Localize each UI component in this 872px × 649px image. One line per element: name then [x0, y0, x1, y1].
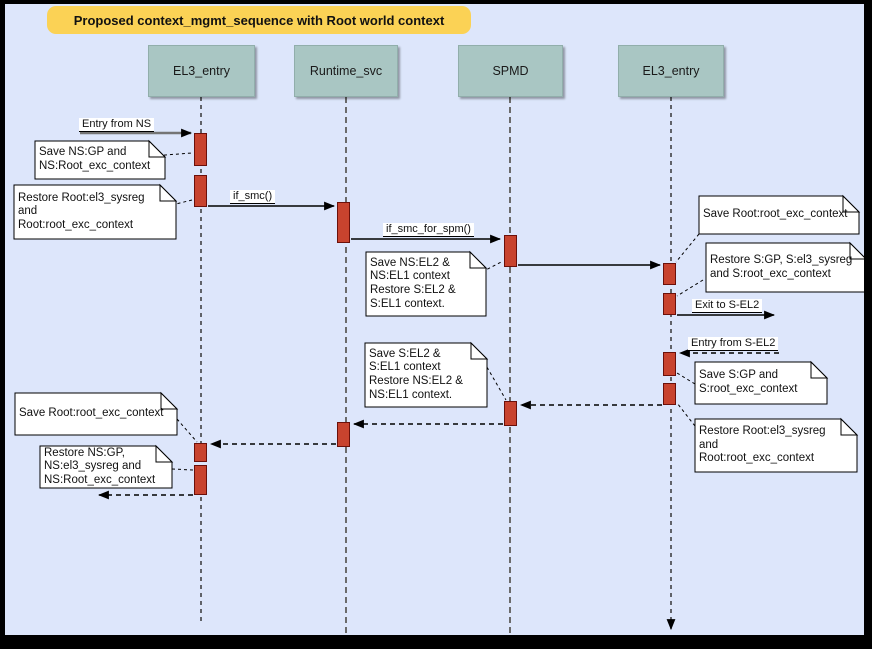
activation-bar[interactable] — [194, 133, 207, 166]
note-save-ns-gp-shape — [34, 140, 166, 180]
note-line: NS:Root_exc_context — [39, 160, 151, 172]
note-line: and — [699, 438, 719, 451]
activation-bar[interactable] — [663, 383, 676, 405]
message-label-exit-to-s-el2: Exit to S-EL2 — [692, 299, 763, 313]
note-line: Save S:EL2 & — [369, 347, 441, 360]
activation-bar[interactable] — [663, 293, 676, 315]
activation-bar[interactable] — [504, 235, 517, 267]
frame-border — [0, 635, 872, 649]
note-save-root-exc-right-connector — [675, 233, 700, 263]
note-save-ns-el2-fold-icon — [469, 250, 488, 269]
note-line: Save Root:root_exc_context — [703, 208, 848, 221]
activation-bar[interactable] — [663, 352, 676, 376]
lifeline-label: EL3_entry — [173, 64, 230, 78]
lifeline-head-el3-entry-right[interactable]: EL3_entry — [618, 45, 724, 97]
note-line: S:EL1 context. — [370, 297, 445, 310]
note-line: Save NS:GP and — [39, 146, 127, 159]
message-label-entry-from-ns: Entry from NS — [79, 118, 155, 132]
frame-border — [0, 0, 872, 4]
message-label-if-smc: if_smc() — [230, 190, 276, 204]
note-line: Restore S:EL2 & — [370, 284, 456, 296]
note-save-root-exc-left-shape — [14, 392, 178, 436]
message-label-entry-from-s-el2: Entry from S-EL2 — [688, 337, 779, 351]
lifeline-label: Runtime_svc — [309, 64, 383, 78]
note-line: S:EL1 context — [369, 361, 441, 374]
diagram-title[interactable]: Proposed context_mgmt_sequence with Root… — [47, 6, 471, 34]
note-line: NS:EL1 context. — [369, 388, 453, 401]
note-line: Restore Root:el3_sysreg — [18, 191, 145, 204]
note-save-s-el2-fold-icon — [470, 341, 489, 360]
note-line: and S:root_exc_context — [710, 267, 831, 280]
activation-bar[interactable] — [337, 422, 350, 447]
message-label-if-smc-for-spm: if_smc_for_spm() — [383, 223, 474, 237]
note-save-root-exc-right-fold-icon — [842, 194, 861, 213]
activation-bar[interactable] — [194, 175, 207, 207]
note-line: Restore S:GP, S:el3_sysreg — [710, 253, 853, 266]
note-save-s-el2-shape — [364, 342, 488, 408]
note-restore-ns-gp-fold-icon — [155, 444, 174, 463]
note-line: NS:EL1 context — [370, 270, 450, 283]
note-line: Restore NS:GP, — [44, 446, 125, 459]
note-line: S:root_exc_context — [699, 383, 798, 395]
note-save-root-exc-right-shape — [698, 195, 860, 235]
note-restore-ns-gp-connector — [171, 468, 194, 471]
note-restore-s-gp-fold-icon — [849, 241, 868, 260]
lifeline-head-el3-entry-left[interactable]: EL3_entry — [148, 45, 255, 97]
note-save-s-gp-connector — [676, 372, 696, 385]
note-line: NS:Root_exc_context — [44, 473, 156, 486]
note-restore-root-el3-right-connector — [676, 402, 696, 427]
lifeline-label: SPMD — [492, 64, 529, 78]
lifeline-head-runtime-svc[interactable]: Runtime_svc — [294, 45, 398, 97]
activation-bar[interactable] — [504, 401, 517, 426]
note-save-root-exc-right[interactable]: Save Root:root_exc_context — [699, 196, 859, 234]
frame-border — [864, 0, 872, 649]
activation-bar[interactable] — [194, 443, 207, 462]
note-save-ns-el2-shape — [365, 251, 487, 317]
note-line: Save NS:EL2 & — [370, 256, 450, 269]
note-line: Restore NS:EL2 & — [369, 375, 463, 387]
note-line: Save Root:root_exc_context — [19, 407, 164, 420]
frame-border — [0, 0, 5, 649]
note-save-ns-el2-connector — [481, 260, 504, 273]
note-restore-s-gp-connector — [676, 279, 704, 297]
note-line: and — [18, 205, 38, 218]
diagram-canvas — [5, 4, 864, 635]
lifeline-label: EL3_entry — [642, 64, 700, 78]
note-save-root-exc-left-fold-icon — [160, 391, 179, 410]
note-line: Save S:GP and — [699, 369, 779, 382]
note-line: Root:root_exc_context — [699, 452, 815, 465]
note-restore-root-el3-left-shape — [13, 184, 177, 240]
note-save-s-gp-shape — [694, 361, 828, 405]
note-restore-root-el3-left-fold-icon — [159, 183, 178, 202]
note-save-s-el2-connector — [483, 361, 507, 401]
note-restore-root-el3-right-shape — [694, 418, 858, 473]
activation-bar[interactable] — [663, 263, 676, 285]
activation-bar[interactable] — [337, 202, 350, 243]
note-line: Root:root_exc_context — [18, 218, 134, 231]
note-restore-ns-gp-shape — [39, 445, 173, 489]
note-save-s-gp-fold-icon — [810, 360, 829, 379]
activation-bar[interactable] — [194, 465, 207, 495]
note-line: NS:el3_sysreg and — [44, 460, 142, 473]
note-line: Restore Root:el3_sysreg — [699, 425, 826, 438]
note-restore-root-el3-right-fold-icon — [840, 417, 859, 436]
note-save-root-exc-left[interactable]: Save Root:root_exc_context — [15, 393, 177, 435]
note-save-ns-gp-fold-icon — [148, 139, 167, 158]
lifeline-head-spmd[interactable]: SPMD — [458, 45, 563, 97]
note-save-root-exc-left-connector — [176, 418, 198, 443]
